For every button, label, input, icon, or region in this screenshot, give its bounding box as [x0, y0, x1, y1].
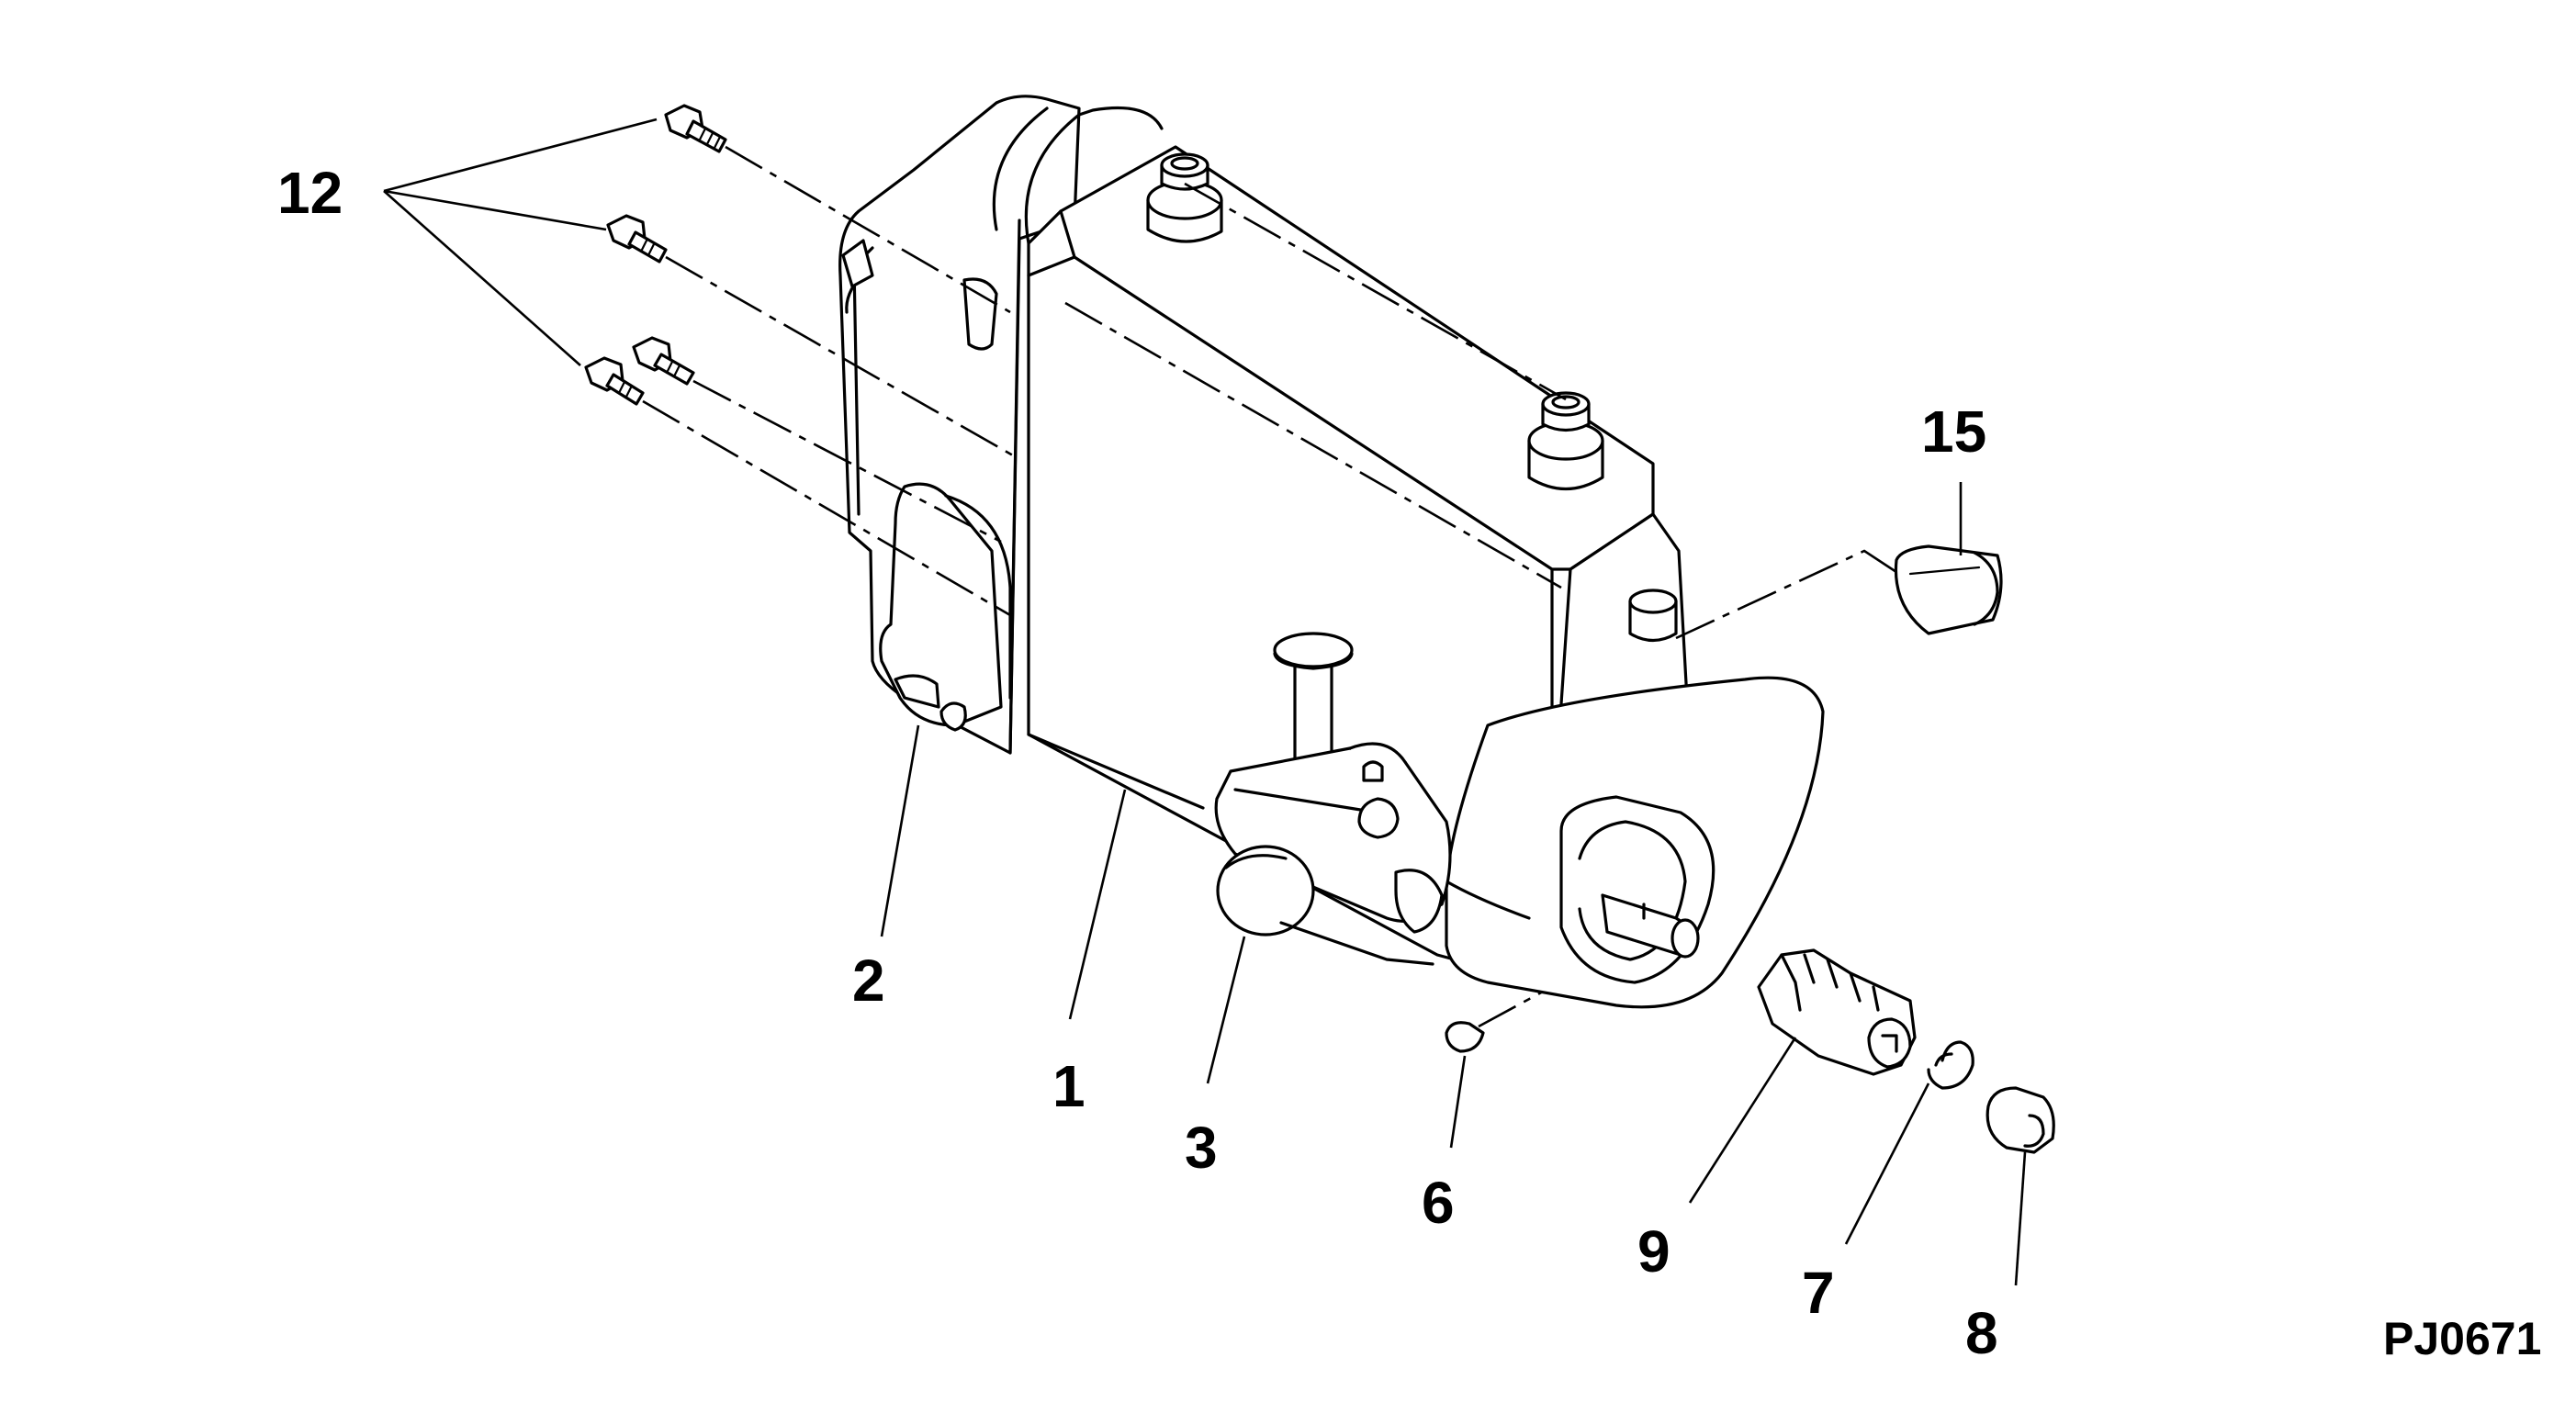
bolt-12-a: [664, 104, 727, 153]
centerline-top-2: [1064, 301, 1562, 589]
callout-9: 9: [1637, 1218, 1670, 1284]
mounting-flange: [1445, 676, 1825, 1009]
splined-gear-9: [1757, 948, 1917, 1076]
centerline-bolt-d: [642, 399, 1011, 617]
callout-12: 12: [277, 160, 343, 226]
leader-lines: [383, 118, 2027, 1286]
centerline-key: [1478, 990, 1544, 1028]
callout-6: 6: [1422, 1170, 1455, 1236]
sleeve-8: [1985, 1086, 2055, 1154]
callout-7: 7: [1802, 1260, 1835, 1326]
callout-15: 15: [1921, 398, 1986, 465]
centerline-cap-15: [1675, 549, 1900, 640]
callout-1: 1: [1052, 1053, 1086, 1119]
centerline-top: [1184, 182, 1567, 401]
side-port: [1628, 589, 1678, 643]
bolt-12-d: [584, 356, 645, 406]
delivery-valve-fitting-rear: [1146, 152, 1223, 243]
callout-2: 2: [852, 948, 885, 1014]
centerline-bolt-a: [725, 145, 1011, 314]
callout-8: 8: [1965, 1300, 1998, 1366]
delivery-valve-fitting-front: [1527, 391, 1604, 491]
circlip-7: [1927, 1040, 1974, 1090]
cap-15: [1894, 544, 2003, 635]
drawing-code: PJ0671: [2383, 1313, 2541, 1364]
centerline-bolt-c: [692, 379, 1002, 544]
bolt-12-c: [632, 336, 695, 386]
callout-3: 3: [1185, 1115, 1218, 1181]
advance-device: [1214, 632, 1452, 966]
bolt-12-b: [606, 214, 668, 264]
woodruff-key-6: [1445, 1021, 1485, 1053]
